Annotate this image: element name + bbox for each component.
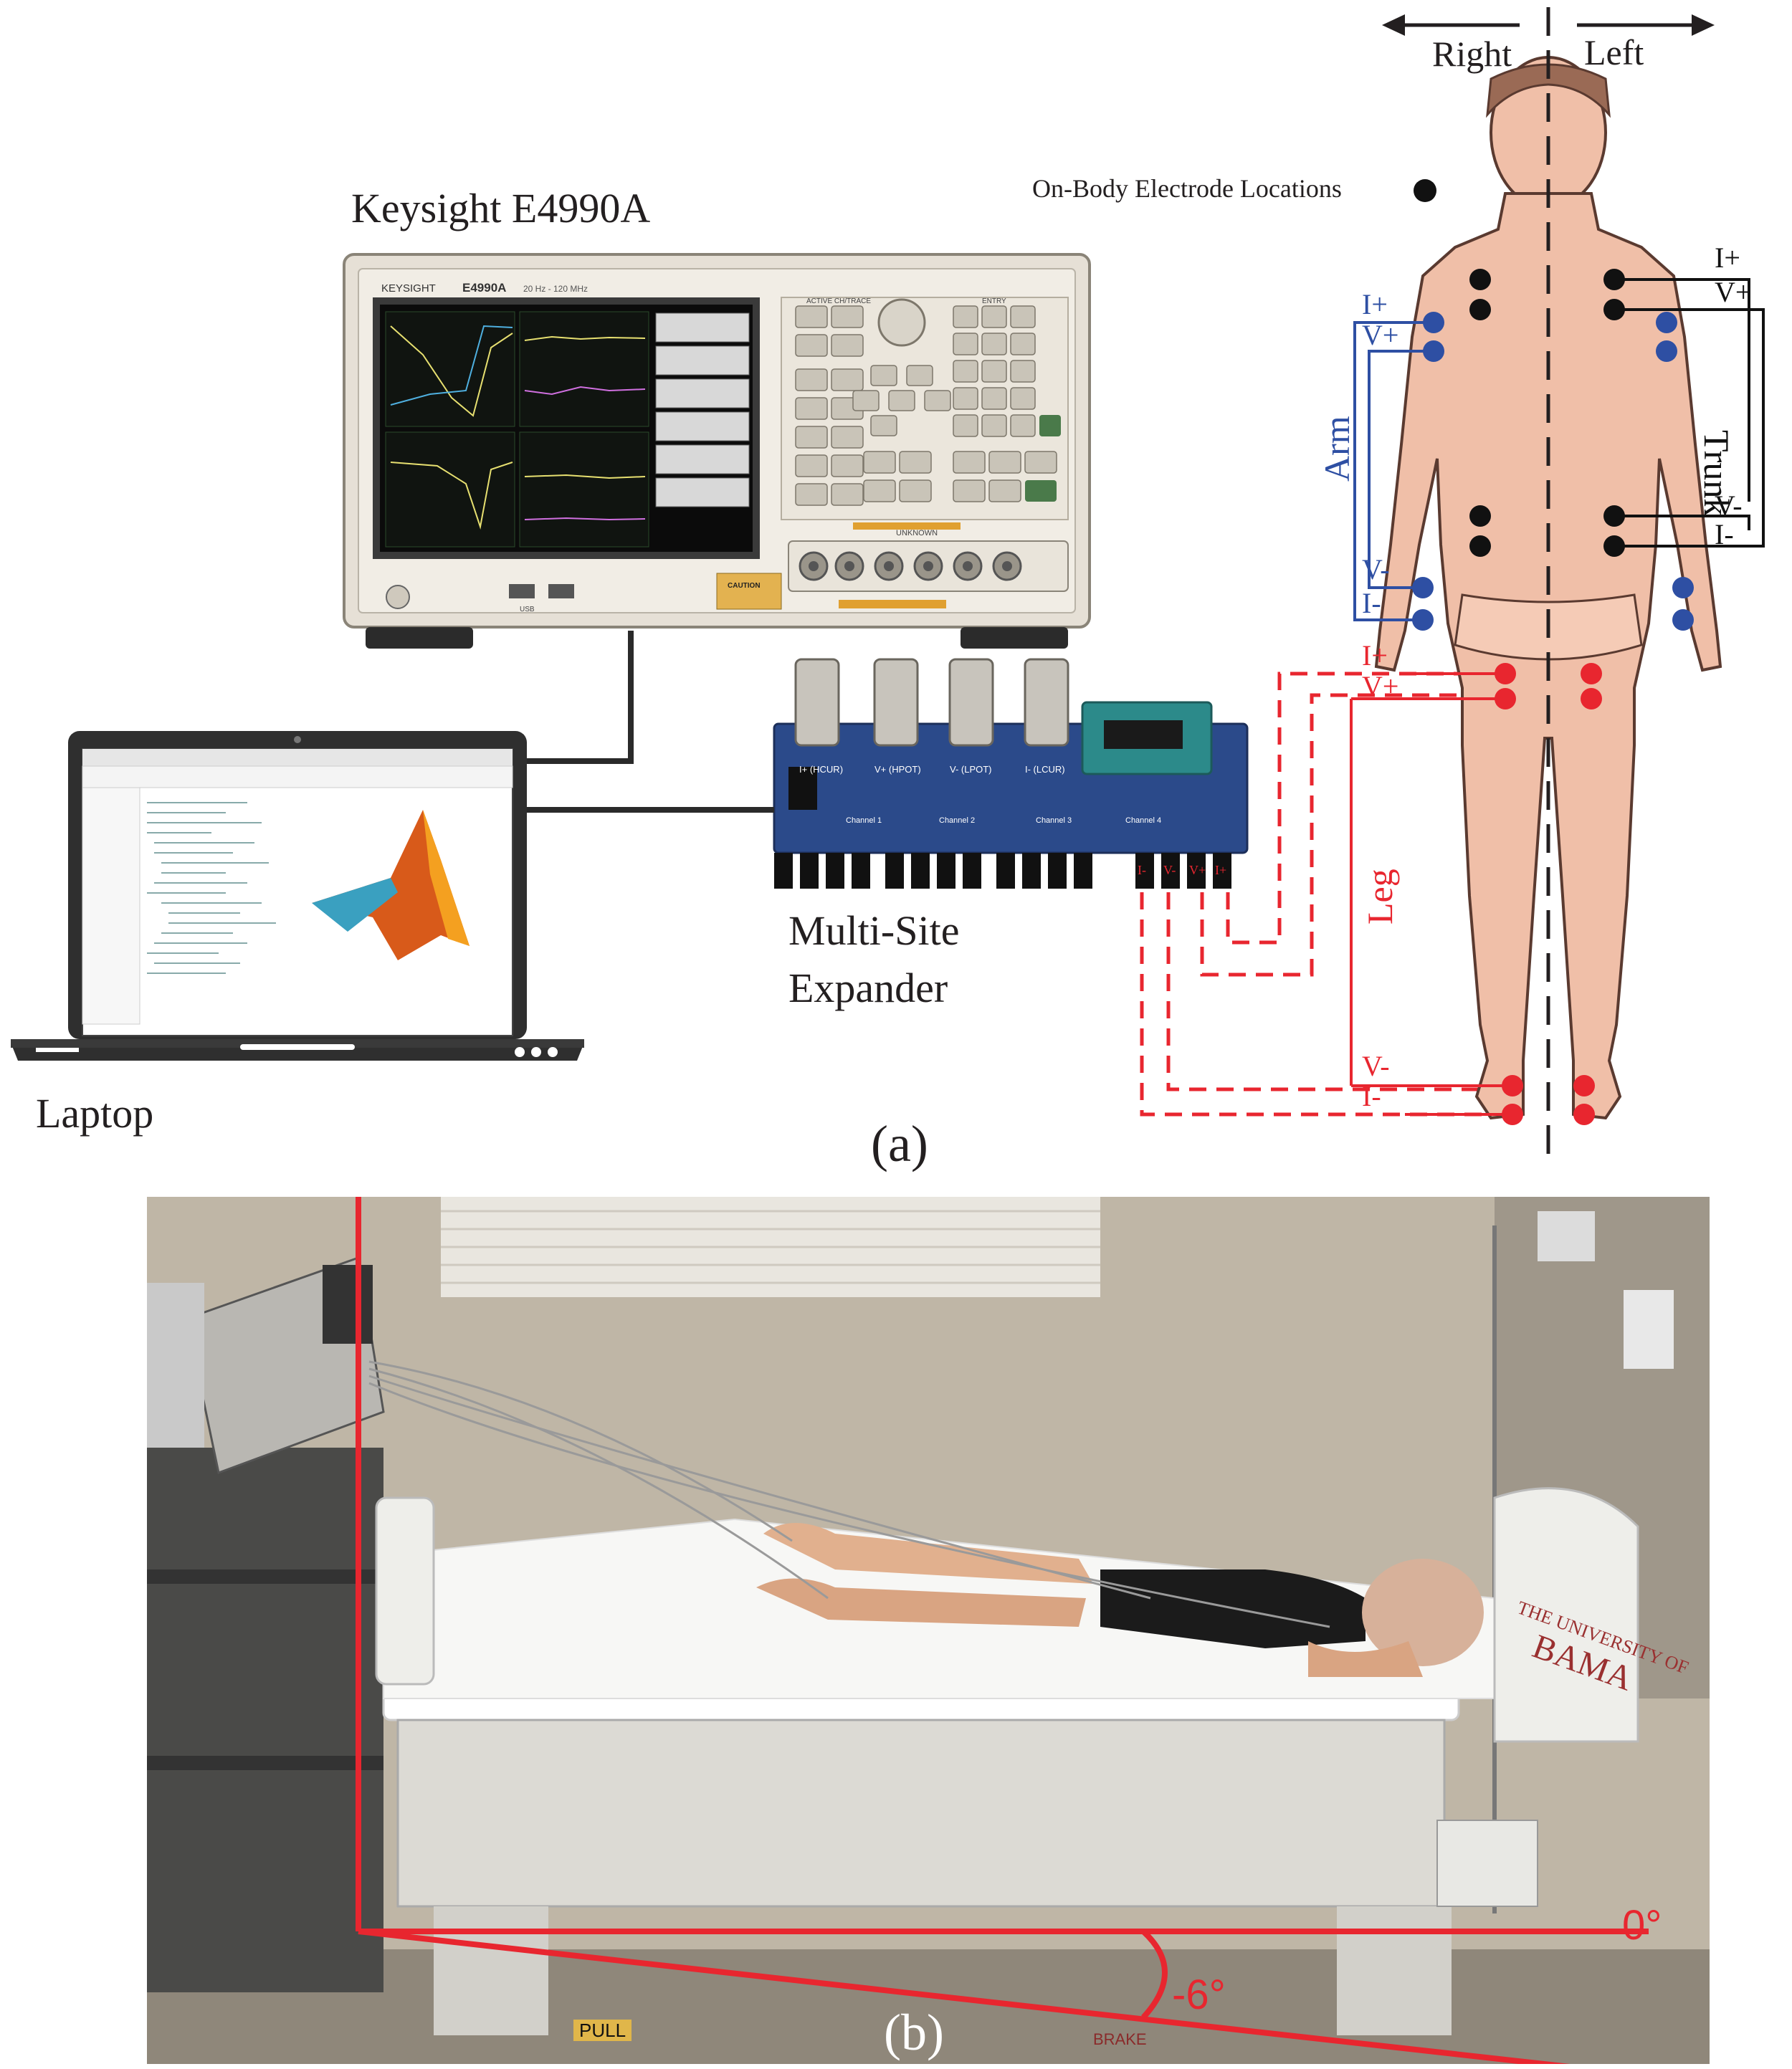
expander-label-line1: Multi-Site <box>788 907 960 954</box>
expander-end-2: V- <box>1163 863 1176 877</box>
trunk-label-v-minus: V- <box>1715 489 1743 522</box>
arm-label-v-plus: V+ <box>1362 319 1399 351</box>
angle-tilt-label: -6° <box>1172 1972 1226 2018</box>
panel-a: Keysight E4990A KEYSIGHT E4990A <box>11 7 1765 1172</box>
laptop <box>11 731 584 1061</box>
leg-label-v-minus: V- <box>1362 1050 1390 1082</box>
trunk-label-i-minus: I- <box>1715 518 1734 550</box>
trunk-label: Trunk <box>1697 430 1737 517</box>
arm-label-i-minus: I- <box>1362 587 1381 619</box>
analyzer-title: Keysight E4990A <box>351 185 651 231</box>
expander-end-1: I- <box>1138 863 1146 877</box>
pull-label: PULL <box>573 2020 632 2041</box>
trunk-label-i-plus: I+ <box>1715 242 1740 274</box>
model-text: E4990A <box>462 281 506 295</box>
expander-port-4: I- (LCUR) <box>1025 764 1065 775</box>
expander-port-2: V+ (HPOT) <box>874 764 921 775</box>
section-unknown: UNKNOWN <box>896 529 938 537</box>
leg-label-i-plus: I+ <box>1362 639 1388 672</box>
expander-port-3: V- (LPOT) <box>950 764 992 775</box>
laptop-label: Laptop <box>36 1090 154 1137</box>
panel-b-photo: THE UNIVERSITY OF BAMA 0° -6° PULL BRAKE… <box>147 1197 1710 2064</box>
direction-right: Right <box>1432 34 1512 74</box>
caution-label: CAUTION <box>728 582 761 590</box>
leg-label: Leg <box>1360 869 1400 924</box>
usb-label: USB <box>520 606 535 613</box>
impedance-analyzer: KEYSIGHT E4990A 20 Hz - 120 MHz <box>343 253 1091 649</box>
body-diagram <box>1350 7 1765 1168</box>
arm-label-v-minus: V- <box>1362 553 1390 586</box>
arm-label: Arm <box>1317 416 1357 482</box>
direction-left: Left <box>1584 32 1644 72</box>
hospital-bed-scene: THE UNIVERSITY OF BAMA <box>147 1197 1710 2064</box>
section-entry: ENTRY <box>982 297 1006 305</box>
angle-zero-label: 0° <box>1622 1902 1662 1949</box>
brand-text: KEYSIGHT <box>381 282 436 295</box>
expander-port-1: I+ (HCUR) <box>799 764 843 775</box>
caption-a: (a) <box>871 1115 928 1172</box>
brake-label: BRAKE <box>1093 2030 1147 2048</box>
caption-b: (b) <box>884 2004 944 2061</box>
range-text: 20 Hz - 120 MHz <box>523 284 588 294</box>
expander-channel-3: Channel 3 <box>1036 816 1072 825</box>
multi-site-expander: I+ (HCUR) V+ (HPOT) V- (LPOT) I- (LCUR) … <box>773 658 1249 889</box>
arm-label-i-plus: I+ <box>1362 288 1388 320</box>
expander-channel-1: Channel 1 <box>846 816 882 825</box>
expander-channel-2: Channel 2 <box>939 816 975 825</box>
legend-dot-icon <box>1414 179 1436 202</box>
leg-label-i-minus: I- <box>1362 1080 1381 1112</box>
trunk-label-v-plus: V+ <box>1715 276 1752 308</box>
expander-end-4: I+ <box>1215 863 1226 877</box>
expander-label-line2: Expander <box>788 965 948 1011</box>
leg-label-v-plus: V+ <box>1362 670 1399 702</box>
expander-end-3: V+ <box>1189 863 1206 877</box>
section-active: ACTIVE CH/TRACE <box>806 297 871 305</box>
expander-channel-4: Channel 4 <box>1125 816 1161 825</box>
electrode-legend: On-Body Electrode Locations <box>1032 174 1342 203</box>
connection-cables <box>527 631 1505 1117</box>
